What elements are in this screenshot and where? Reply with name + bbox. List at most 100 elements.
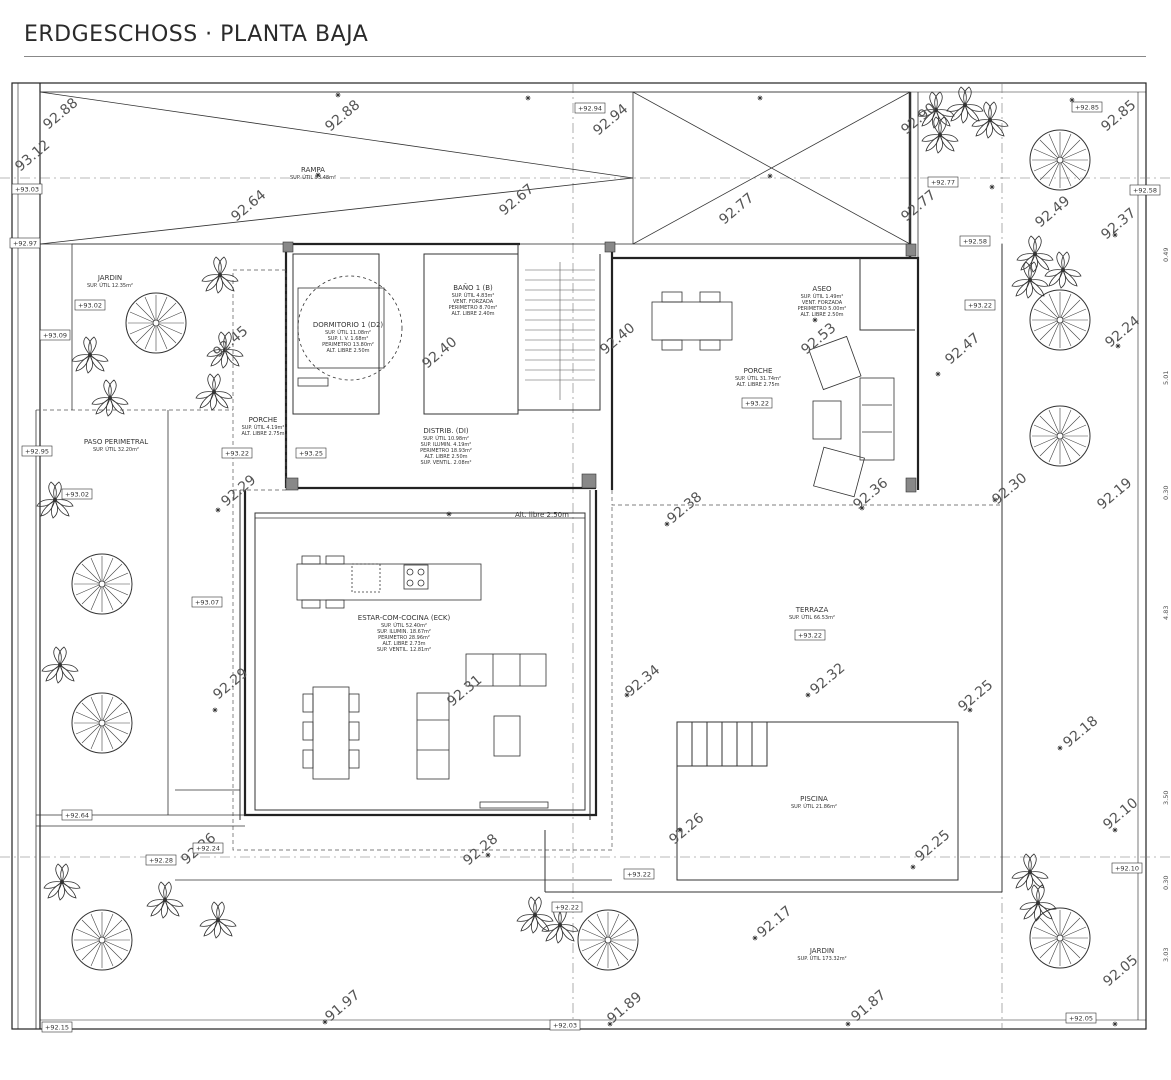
room-name: JARDIN [97,274,122,282]
room-detail: SUP. ÚTIL 10.98m² [423,435,469,442]
elevation: 92.45 [210,323,251,361]
elevation: 92.40 [597,320,638,358]
level-tag-box [623,868,655,880]
room-detail: SUP. ÚTIL 31.74m² [735,375,781,382]
level-tag-box [41,1021,73,1033]
room-detail: SUP. ÚTIL 21.86m² [791,803,837,810]
dimension-label: 3.50 [1162,791,1170,805]
elevation: 92.19 [1094,475,1135,513]
level-tag: +92.22 [555,904,579,912]
room-detail: SUP. ILUMIN. 18.67m² [377,629,431,635]
room-detail: PERIMETRO 5.00m² [798,306,847,312]
room-detail: SUP. ÚTIL 4.19m² [242,424,285,431]
level-tag: +92.97 [13,240,37,248]
elevation: 92.38 [664,489,705,527]
room-detail: SUP. ÚTIL 11.08m² [325,329,371,336]
room-detail: SUP. I. V. 1.68m² [328,336,369,342]
elevation: 91.89 [604,989,645,1027]
room-detail: SUP. ÚTIL 52.40m² [381,622,427,629]
level-tag-box [574,102,606,114]
plan-title: ERDGESCHOSS · PLANTA BAJA [24,22,369,47]
level-tag: +92.58 [1133,187,1157,195]
elevation: 92.28 [460,831,501,869]
level-tag-box [551,901,583,913]
dimension-label: 5.01 [1162,371,1170,385]
level-tag: +93.25 [299,450,323,458]
elevation: 92.47 [942,330,983,368]
room-name: BAÑO 1 (B) [453,283,493,292]
elevation: 92.90 [898,100,939,138]
room-name: PORCHE [249,416,278,424]
room-label-estar: ESTAR-COM-COCINA (ECK)SUP. ÚTIL 52.40m²S… [358,614,451,653]
room-detail: ALT. LIBRE 2.50m [424,454,467,460]
room-detail: SUP. VENTIL. 2.08m² [420,460,471,466]
elevation: 92.10 [1100,795,1141,833]
room-detail: ALT. LIBRE 2.50m [800,312,843,318]
level-tag: +92.64 [65,812,89,820]
level-tag: +92.03 [553,1022,577,1030]
elevation: 92.32 [807,660,848,698]
level-tag: +93.02 [65,491,89,499]
elevation: 92.36 [850,475,891,513]
level-tag: +92.05 [1069,1015,1093,1023]
dimension-label: 4.83 [1162,606,1170,620]
level-tag: +93.22 [225,450,249,458]
level-tag-box [221,447,253,459]
room-detail: SUP. ÚTIL 66.53m² [789,614,835,621]
elevation: 92.25 [955,677,996,715]
level-tag: +93.09 [43,332,67,340]
room-detail: PERIMETRO 18.93m² [420,448,472,454]
elevation: 92.40 [419,334,460,372]
level-tag-box [1065,1012,1097,1024]
elevation: 92.53 [798,320,839,358]
level-tag: +92.15 [45,1024,69,1032]
elevation: 92.67 [496,181,537,219]
room-detail: SUP. ÚTIL 12.35m² [87,282,133,289]
elevation: 92.85 [1098,97,1139,135]
room-name: PISCINA [800,795,828,803]
level-tag-box [74,299,106,311]
room-name: DISTRIB. (DI) [423,427,469,435]
room-name: PORCHE [744,367,773,375]
elevation: 91.97 [322,987,363,1025]
alt-libre-note: Alt. libre 2.50m [515,511,569,519]
level-tag: +93.22 [968,302,992,310]
level-tag: +93.02 [78,302,102,310]
level-tag: +93.22 [745,400,769,408]
level-tag-box [11,183,43,195]
level-tag-box [295,447,327,459]
elevation: 92.18 [1060,713,1101,751]
room-detail: SUP. ÚTIL 4.83m² [452,292,495,299]
level-tag-box [61,488,93,500]
level-tag-box [549,1019,581,1031]
elevation: 91.87 [848,987,889,1025]
elevation: 92.17 [754,903,795,941]
level-tag: +92.95 [25,448,49,456]
level-tag-box [741,397,773,409]
level-tag: +92.24 [196,845,220,853]
elevation: 92.49 [1032,193,1073,231]
dimension-label: 0.30 [1162,876,1170,890]
level-tag-box [39,329,71,341]
room-detail: ALT. LIBRE 2.75m [241,431,284,437]
level-tag: +92.10 [1115,865,1139,873]
elevation: 92.26 [666,810,707,848]
level-tag-box [9,237,41,249]
level-tag-box [1129,184,1161,196]
level-tag-box [145,854,177,866]
level-tag-box [959,235,991,247]
level-tag-box [61,809,93,821]
room-detail: SUP. ÚTIL 93.48m² [290,174,336,181]
room-name: ASEO [812,285,832,293]
level-tag: +93.07 [195,599,219,607]
level-tag-box [21,445,53,457]
room-detail: VENT. FORZADA [802,300,843,306]
